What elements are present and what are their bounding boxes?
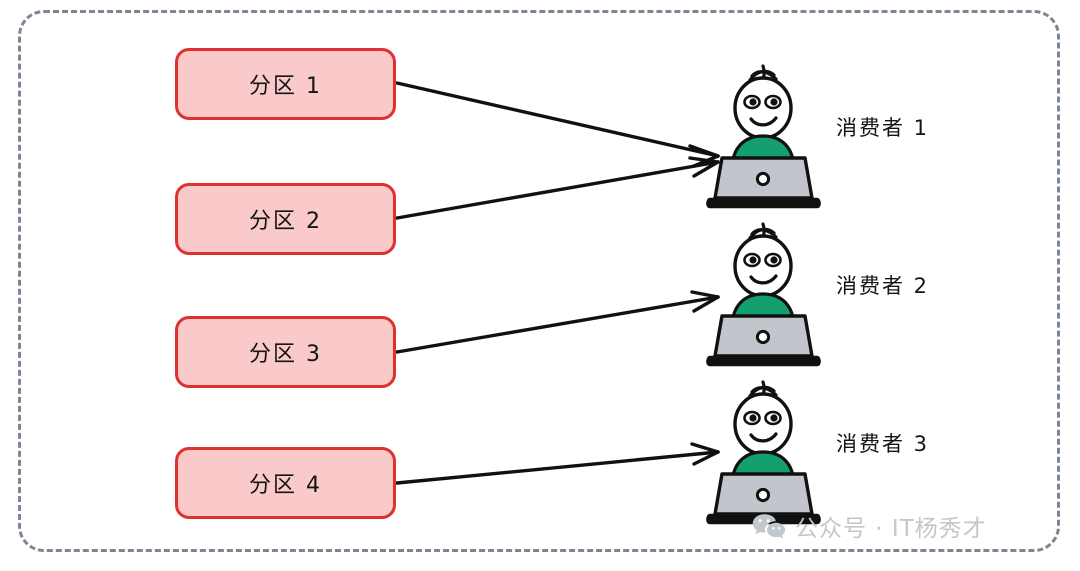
diagram-outer-frame <box>18 10 1060 552</box>
watermark: 公众号 · IT杨秀才 <box>752 509 987 543</box>
consumer-2[interactable]: 消费者 2 <box>706 220 946 370</box>
partition-box-3[interactable]: 分区 3 <box>175 316 396 388</box>
partition-label-1: 分区 1 <box>249 74 322 99</box>
consumer-person-laptop-icon <box>706 222 821 367</box>
consumer-person-laptop-icon <box>706 380 821 525</box>
consumer-label-2: 消费者 2 <box>836 274 930 298</box>
consumer-person-laptop-icon <box>706 64 821 209</box>
partition-box-1[interactable]: 分区 1 <box>175 48 396 120</box>
consumer-1[interactable]: 消费者 1 <box>706 62 946 212</box>
watermark-text: 公众号 · IT杨秀才 <box>795 516 987 542</box>
consumer-label-3: 消费者 3 <box>836 432 930 456</box>
partition-label-2: 分区 2 <box>249 209 322 234</box>
partition-box-2[interactable]: 分区 2 <box>175 183 396 255</box>
partition-label-4: 分区 4 <box>249 473 322 498</box>
wechat-icon <box>752 513 786 539</box>
consumer-3[interactable]: 消费者 3 <box>706 378 946 528</box>
partition-label-3: 分区 3 <box>249 342 322 367</box>
partition-box-4[interactable]: 分区 4 <box>175 447 396 519</box>
consumer-label-1: 消费者 1 <box>836 116 930 140</box>
